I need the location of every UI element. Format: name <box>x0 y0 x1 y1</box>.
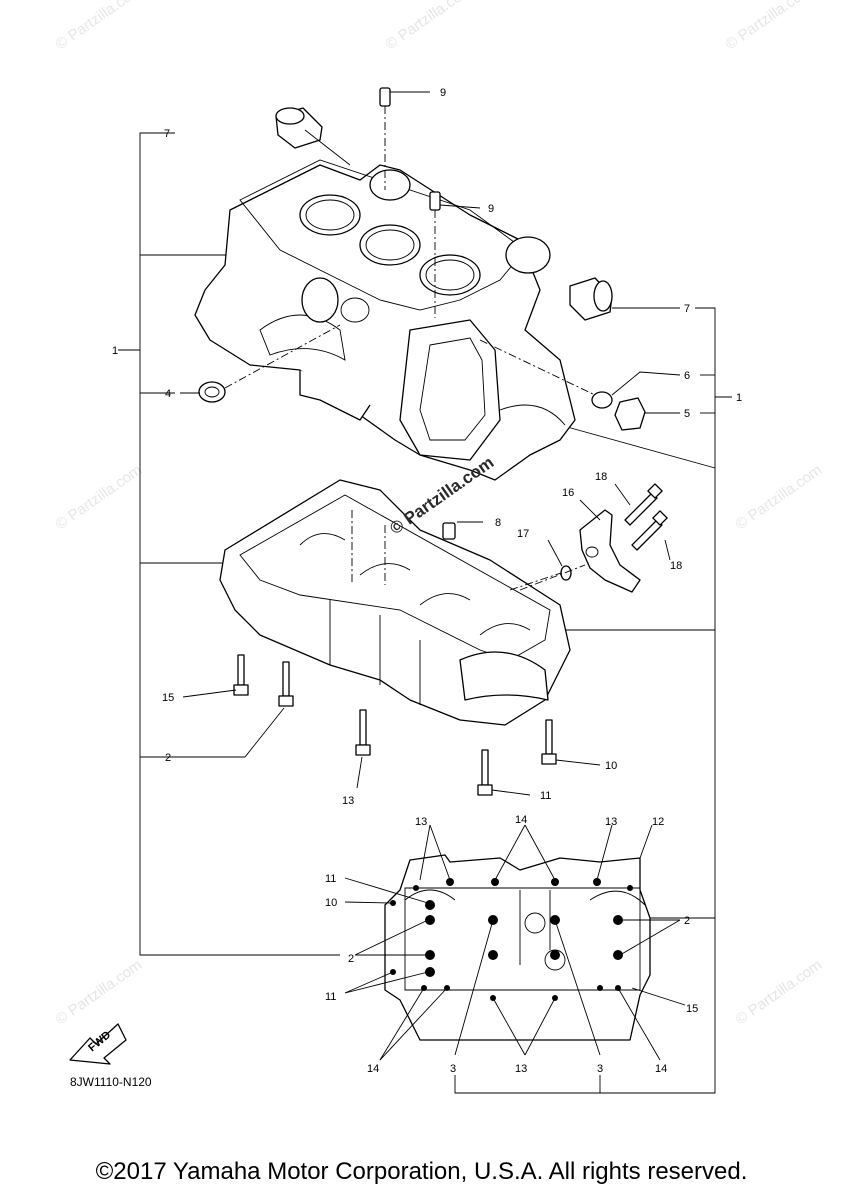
callout-14-left: 14 <box>367 1063 379 1075</box>
callout-11: 11 <box>540 790 551 802</box>
callout-16: 16 <box>562 487 574 499</box>
part-8-dowel <box>442 522 456 540</box>
callout-18-top: 18 <box>595 471 607 483</box>
callout-6: 6 <box>684 370 690 382</box>
part-10-bolt <box>541 719 557 765</box>
part-4-plug <box>198 324 341 403</box>
watermark: © Partzilla.com <box>733 461 826 533</box>
bracket-lines <box>118 132 732 1094</box>
part-7-damper-top <box>275 107 323 149</box>
callout-8: 8 <box>495 517 501 529</box>
callout-15-bolt: 15 <box>162 692 174 704</box>
copyright-notice: ©2017 Yamaha Motor Corporation, U.S.A. A… <box>95 1158 748 1185</box>
leader-lines <box>180 91 686 1061</box>
callout-13-pattern-right: 13 <box>605 816 617 828</box>
watermark: © Partzilla.com <box>53 461 146 533</box>
callout-14-right: 14 <box>655 1063 667 1075</box>
bolts <box>233 483 668 796</box>
part-7-damper-right <box>569 277 613 321</box>
partzilla-stamp: © Partzilla.com <box>386 453 497 539</box>
callout-labels: 1 1 2 2 2 3 3 4 5 6 7 7 8 9 9 10 10 11 1… <box>112 87 742 1075</box>
part-15-bolt <box>233 654 249 696</box>
part-6-o-ring <box>479 339 613 409</box>
part-18-bolt-upper <box>624 483 663 526</box>
callout-18-bottom: 18 <box>670 560 682 572</box>
part-11-bolt <box>477 749 493 796</box>
callout-15-pattern: 15 <box>686 1003 698 1015</box>
callout-17: 17 <box>517 528 529 540</box>
callout-1-right: 1 <box>736 392 742 404</box>
callout-2-bottom: 2 <box>348 953 354 965</box>
callout-13-bolt: 13 <box>342 795 354 807</box>
bolt-pattern-view <box>384 854 651 1041</box>
callout-2-right: 2 <box>684 915 690 927</box>
part-2-bolt-left <box>278 661 294 707</box>
lower-crankcase <box>219 479 571 726</box>
callout-11-pattern-bottom: 11 <box>325 991 336 1003</box>
callout-3-left: 3 <box>450 1063 456 1075</box>
callout-4: 4 <box>165 388 171 400</box>
callout-2-left: 2 <box>165 752 171 764</box>
part-13-bolt <box>355 709 371 756</box>
callout-5: 5 <box>684 408 690 420</box>
callout-11-pattern-top: 11 <box>325 873 336 885</box>
callout-9-middle: 9 <box>488 203 494 215</box>
callout-13-pattern-bottom: 13 <box>515 1063 527 1075</box>
watermark: © Partzilla.com <box>53 956 146 1028</box>
part-17-o-ring <box>519 564 586 591</box>
callout-14-top: 14 <box>515 814 527 826</box>
callout-12: 12 <box>652 816 664 828</box>
watermark: © Partzilla.com <box>723 0 816 53</box>
callout-10: 10 <box>605 760 617 772</box>
watermark: © Partzilla.com <box>53 0 146 53</box>
upper-crankcase <box>194 159 576 481</box>
part-18-bolt-lower <box>631 510 668 551</box>
part-5-cap <box>614 397 646 431</box>
part-9-dowel-pins <box>379 87 441 318</box>
callout-9-top: 9 <box>440 87 446 99</box>
watermark: © Partzilla.com <box>383 0 476 53</box>
fwd-arrow: FWD <box>69 1023 127 1065</box>
callout-1-left: 1 <box>112 345 118 357</box>
callout-7-top: 7 <box>164 128 170 140</box>
part-16-pipe-assembly <box>579 509 641 593</box>
diagram-code: 8JW1110-N120 <box>70 1075 152 1089</box>
callout-13-pattern-left: 13 <box>415 816 427 828</box>
callout-7-right: 7 <box>684 303 690 315</box>
callout-10-pattern: 10 <box>325 897 337 909</box>
callout-3-right: 3 <box>597 1063 603 1075</box>
watermark: © Partzilla.com <box>733 956 826 1028</box>
